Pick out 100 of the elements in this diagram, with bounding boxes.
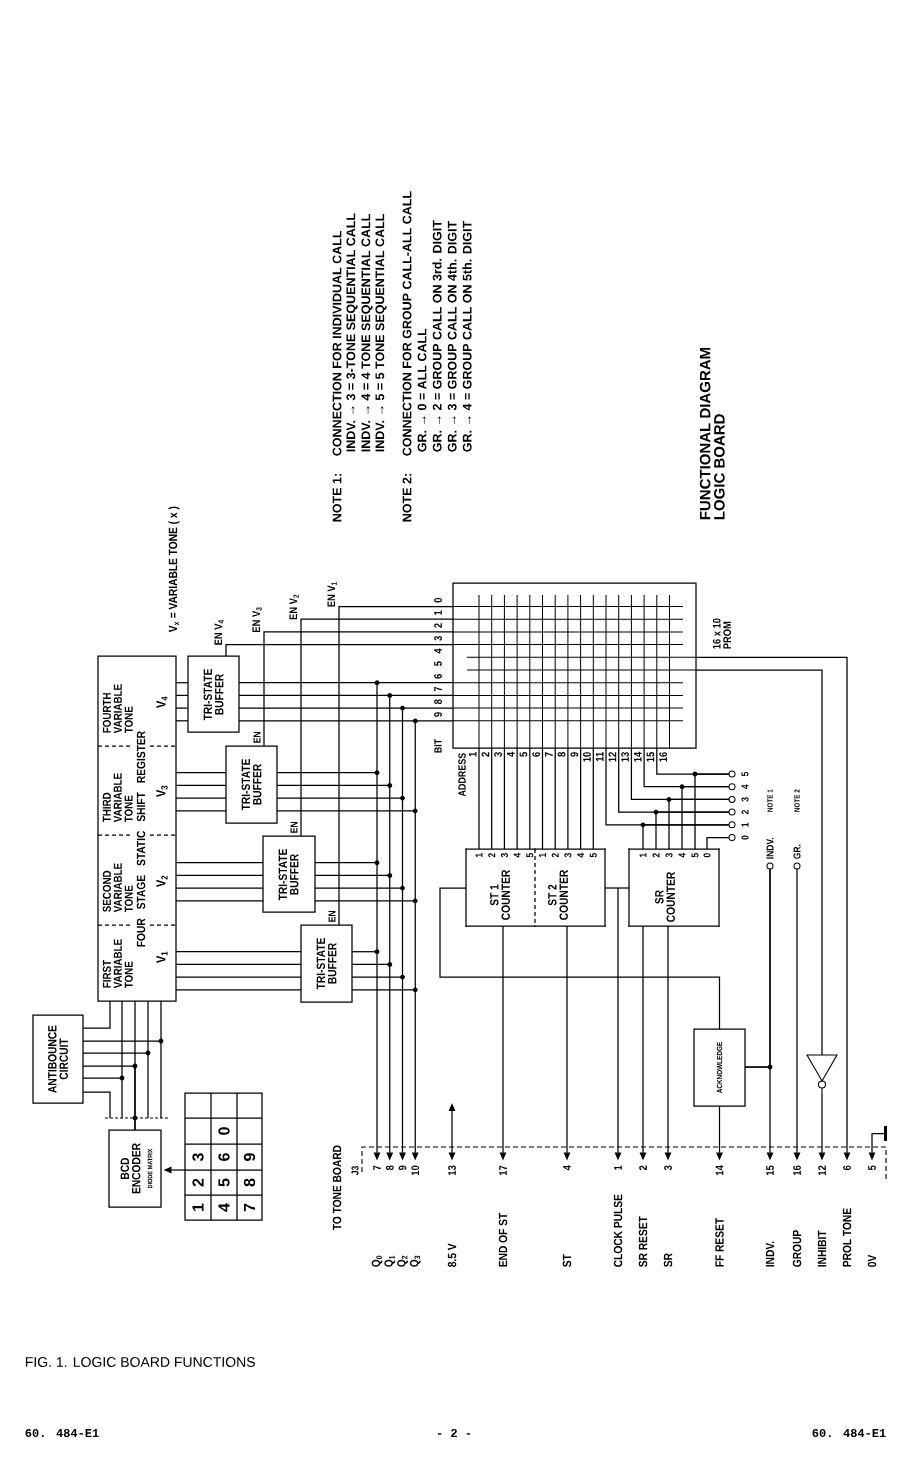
wire: [491, 747, 493, 850]
bit-number: 9: [434, 712, 442, 717]
wire: [580, 747, 582, 850]
wire: [175, 951, 302, 953]
wire: [503, 747, 506, 850]
pin-label: EN: [253, 731, 261, 743]
wire: [175, 797, 227, 799]
note-text: NOTE 1:: [332, 474, 342, 522]
signal-name: FF RESET: [715, 1218, 724, 1267]
wire: [744, 1066, 771, 1068]
edge-label: EN V$_{2}$: [288, 593, 300, 621]
signal-name: ST: [562, 1254, 572, 1267]
signal-name: SR: [663, 1253, 673, 1267]
signal-name: GROUP: [792, 1230, 802, 1267]
address-number: 4: [507, 751, 515, 757]
address-number: 2: [481, 752, 490, 757]
wire: [175, 810, 227, 812]
terminal-label: 4: [741, 784, 749, 789]
wire: [276, 772, 378, 774]
address-number: 5: [519, 752, 528, 757]
signal-name: END OF ST: [498, 1212, 508, 1267]
address-number: 10: [583, 752, 591, 762]
note-text: NOTE 2:: [402, 474, 412, 522]
wire: [668, 798, 730, 850]
wire: [642, 824, 730, 850]
wire: [175, 989, 302, 991]
wire: [82, 1000, 111, 1029]
wire: [389, 694, 454, 697]
terminal-label: 3: [741, 797, 749, 802]
bit-number: 0: [434, 597, 442, 603]
inverter-symbol: [806, 1054, 838, 1096]
buffer-box: TRI-STATE BUFFER: [187, 655, 240, 733]
address-number: 3: [494, 752, 502, 757]
wire: [516, 747, 518, 850]
page-number: - 2 -: [437, 1429, 471, 1438]
note-text: GR. → 4 = GROUP CALL ON 5th. DIGIT: [462, 220, 472, 452]
wire: [263, 631, 454, 747]
signal-name: Q$_{3}$: [409, 1255, 421, 1267]
address-number: 16: [659, 752, 668, 762]
wire: [314, 862, 378, 864]
document-number: 60. 484-E1: [812, 1428, 886, 1438]
wire: [175, 887, 264, 889]
note-text: INDV. → 3 = 3-TONE SEQUENTIAL CALL: [346, 213, 358, 452]
signal-name: 0V: [867, 1254, 877, 1267]
signal-name: PROL TONE: [842, 1208, 852, 1267]
bit-number: 7: [434, 686, 442, 692]
bit-number: 5: [434, 661, 442, 666]
wire: [478, 747, 480, 850]
signal-name: Q$_{2}$: [397, 1255, 408, 1267]
wire: [175, 720, 189, 722]
wire: [681, 786, 730, 850]
wire: [529, 747, 531, 850]
buffer-box: TRI-STATE BUFFER: [262, 835, 316, 913]
address-number: 8: [557, 752, 566, 757]
wire: [769, 868, 771, 1068]
wire: [175, 694, 189, 697]
address-number: 9: [570, 752, 579, 757]
note-text: INDV. → 5 = 5 TONE SEQUENTIAL CALL: [375, 214, 387, 452]
wire: [567, 747, 569, 850]
address-number: 14: [634, 751, 642, 762]
bit-number: 8: [434, 699, 442, 705]
bit-number: 3: [434, 636, 442, 641]
pin-label: BIT: [434, 738, 442, 753]
note-text: GR. → 0 = ALL CALL: [417, 328, 427, 452]
wire: [706, 836, 730, 850]
wire: [82, 1040, 162, 1131]
wire: [175, 862, 264, 864]
edge-label: EN V$_{4}$: [213, 618, 225, 646]
counter-box: 1 2 3 4 5 0 SR COUNTER: [628, 848, 720, 927]
address-number: 7: [545, 752, 553, 757]
pin-label: ADDRESS: [458, 753, 466, 797]
terminal-label: 1: [741, 822, 749, 827]
signal-name: 8.5 V: [447, 1243, 457, 1267]
wire: [175, 976, 302, 978]
wire: [695, 669, 823, 1056]
wire: [554, 747, 556, 850]
wire: [175, 707, 189, 709]
note-text: GR. → 2 = GROUP CALL ON 3rd. DIGIT: [432, 220, 442, 452]
terminal-label: 5: [741, 771, 749, 777]
wire: [351, 989, 416, 991]
wire: [376, 682, 454, 684]
wire: [439, 887, 721, 1030]
wire: [541, 747, 544, 850]
wire: [338, 605, 454, 926]
wire: [175, 682, 189, 684]
wire: [592, 747, 594, 850]
note-text: V$_{x}$ = VARIABLE TONE ( x ): [168, 506, 180, 633]
bit-number: 6: [434, 674, 442, 679]
pin-label: EN: [290, 821, 298, 833]
address-number: 6: [532, 752, 541, 757]
note-text: GR. → 3 = GROUP CALL ON 4th. DIGIT: [447, 220, 457, 452]
edge-label: EN V$_{1}$: [326, 580, 338, 608]
wire: [617, 887, 630, 889]
note-text: CONNECTION FOR GROUP CALL-ALL CALL: [402, 191, 412, 456]
box-label: 16 x 10 PROM: [712, 618, 732, 649]
wire: [655, 811, 730, 850]
wire: [175, 900, 264, 902]
wire: [694, 773, 730, 850]
bit-number: 4: [434, 648, 442, 654]
caption: FIG. 1. LOGIC BOARD FUNCTIONS: [25, 1357, 255, 1367]
